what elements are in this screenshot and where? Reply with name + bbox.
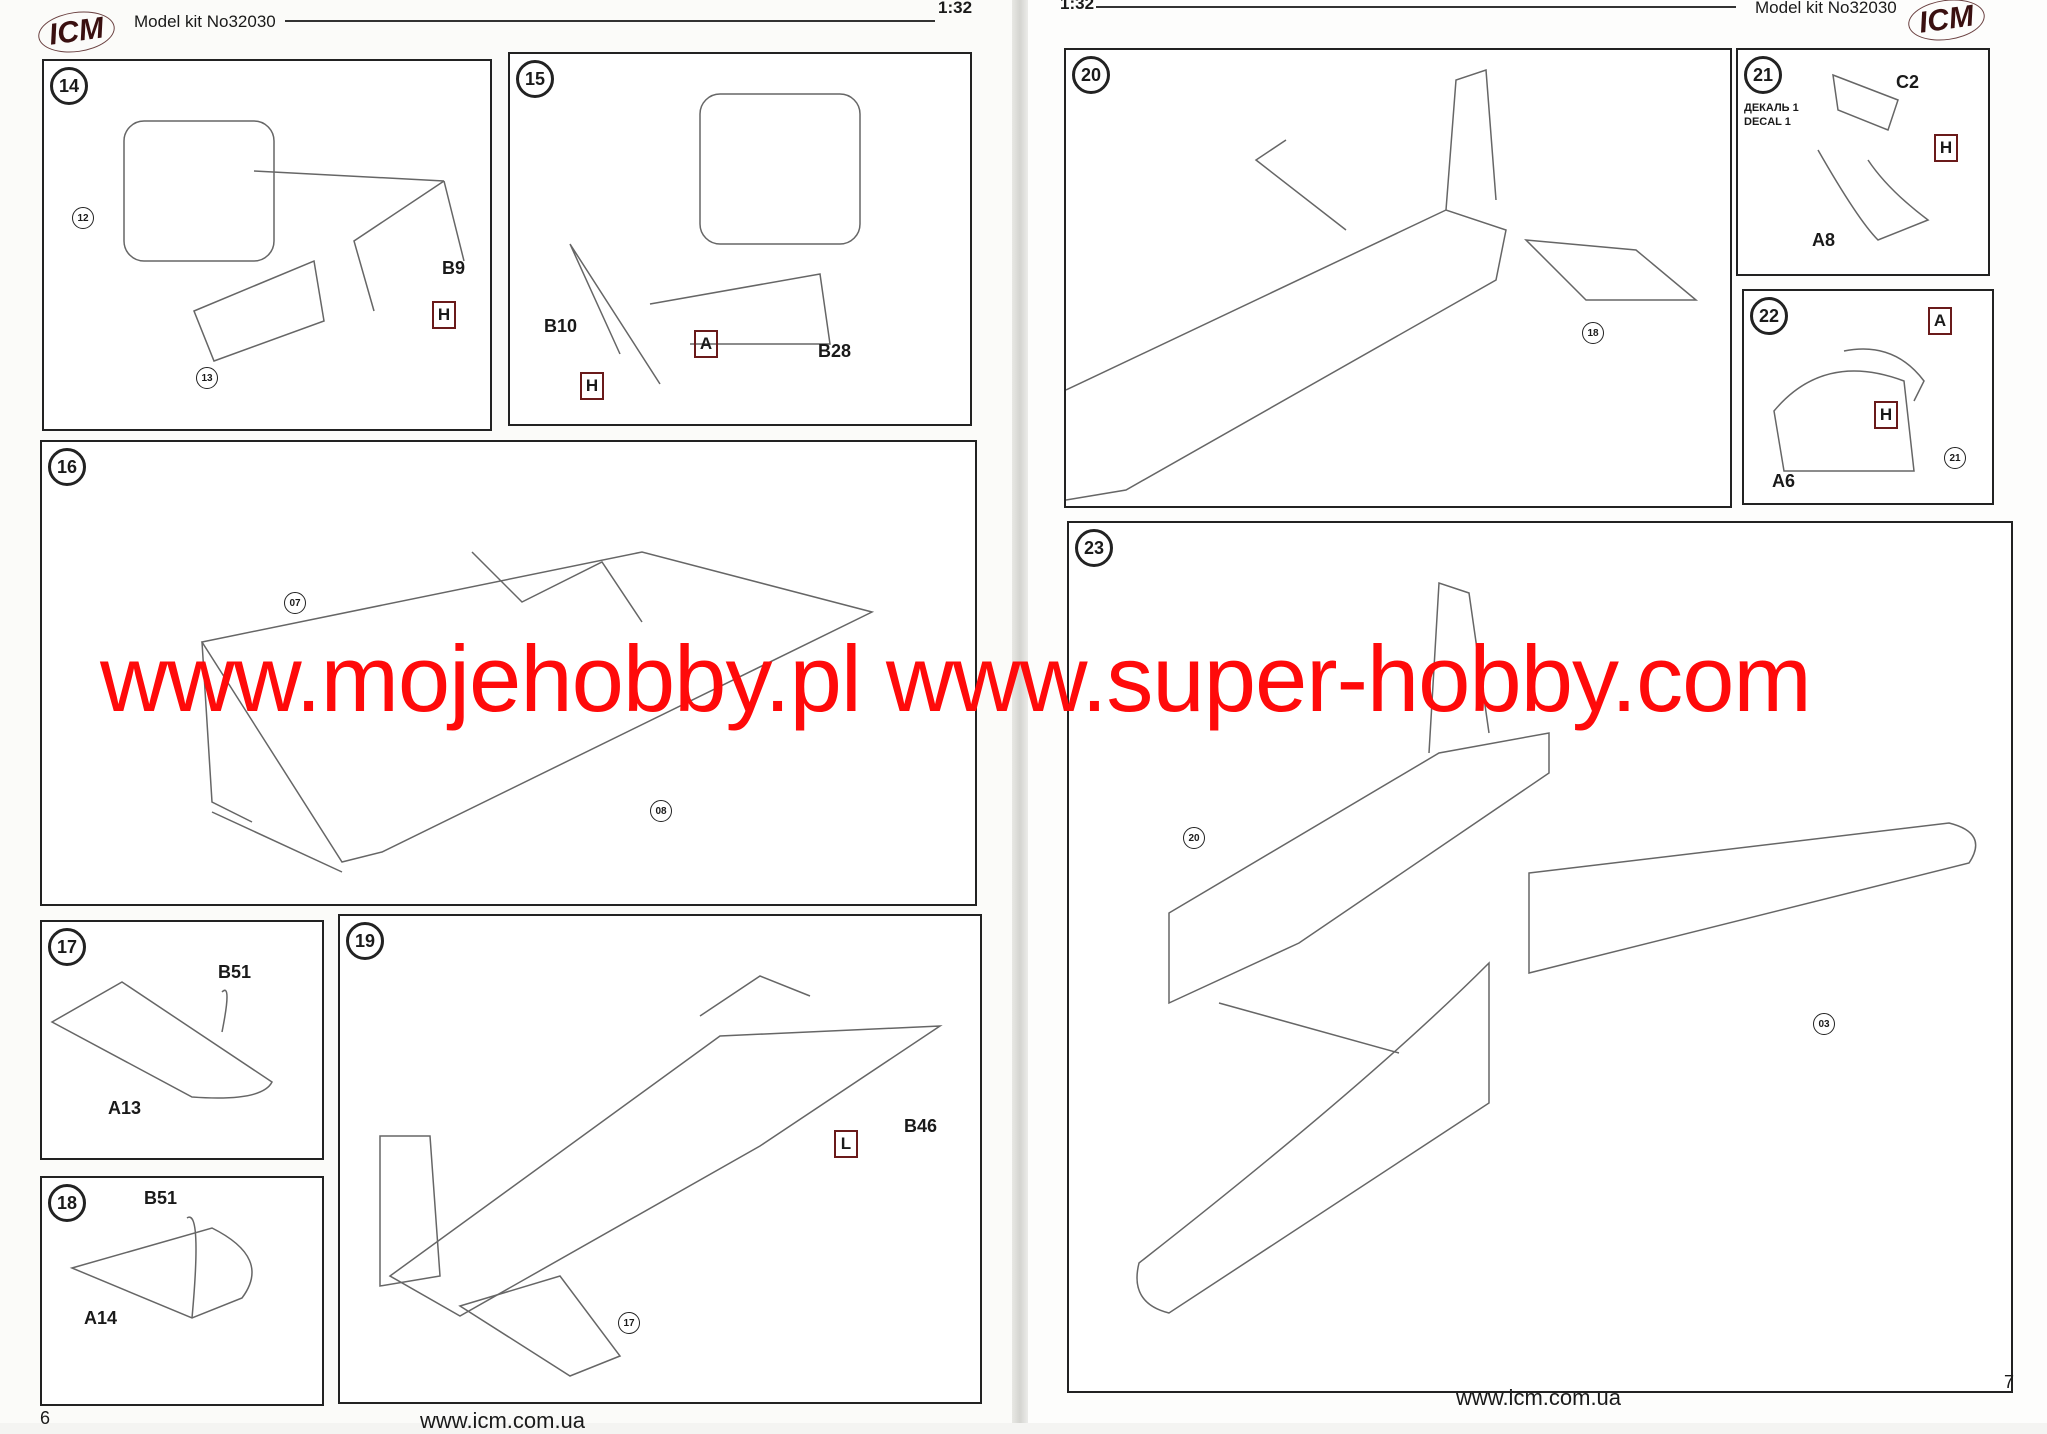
step-number: 20 [1072, 56, 1110, 94]
step-14-panel: 14 12 13 B9 H [42, 59, 492, 431]
header-scale-right: 1:32 [1060, 0, 1095, 13]
part-b10: B10 [544, 316, 578, 336]
fuselage-drawing [1066, 68, 1699, 501]
page-number-left: 6 [40, 1408, 51, 1428]
box-a: A [694, 330, 718, 358]
ref-03: 03 [1813, 1013, 1835, 1035]
part-a14: A14 [84, 1308, 118, 1328]
page-number-right: 7 [2004, 1372, 2015, 1392]
step-18-panel: 18 B51 A14 [40, 1176, 324, 1406]
ref-13: 13 [196, 367, 218, 389]
box-h: H [1934, 134, 1958, 162]
part-b46: B46 [904, 1116, 938, 1136]
step-23-panel: 23 20 03 [1067, 521, 2013, 1393]
page-gutter [1012, 0, 1028, 1423]
step-number: 21 [1744, 56, 1782, 94]
part-c2: C2 [1896, 72, 1920, 92]
part-a8: A8 [1812, 230, 1836, 250]
step-number: 19 [346, 922, 384, 960]
footer-url-left: www.icm.com.ua [420, 1408, 586, 1433]
box-a: A [1928, 307, 1952, 335]
step-number: 15 [516, 60, 554, 98]
step-number: 14 [50, 67, 88, 105]
step-number: 16 [48, 448, 86, 486]
ref-17: 17 [618, 1312, 640, 1334]
header-rule-right [1096, 6, 1736, 8]
decal-label-ru: ДЕКАЛЬ 1 [1744, 102, 1799, 114]
header-scale-left: 1:32 [938, 0, 973, 17]
step-20-panel: 20 18 [1064, 48, 1732, 508]
elevator-drawing [69, 1216, 253, 1319]
step-21-panel: 21 C2 ДЕКАЛЬ 1 DECAL 1 H A8 [1736, 48, 1990, 276]
box-h: H [1874, 401, 1898, 429]
header-title-right: Model kit No32030 [1755, 0, 1897, 17]
ref-07: 07 [284, 592, 306, 614]
header-title-left: Model kit No32030 [134, 12, 276, 31]
part-b28: B28 [818, 341, 852, 361]
step-number: 23 [1075, 529, 1113, 567]
part-a13: A13 [108, 1098, 142, 1118]
part-b51: B51 [218, 962, 252, 982]
engine-drawing [123, 120, 465, 362]
step-19-panel: 19 B46 L 17 [338, 914, 982, 1404]
step-16-panel: 16 07 08 [40, 440, 977, 906]
instrument-panel-drawing [1817, 73, 1930, 241]
box-l: L [834, 1130, 858, 1158]
ref-08: 08 [650, 800, 672, 822]
elevator-drawing [50, 981, 273, 1099]
header-rule-left [285, 20, 935, 22]
step-22-panel: 22 A H A6 21 [1742, 289, 1994, 505]
fuselage-drawing [379, 975, 943, 1377]
ref-20: 20 [1183, 827, 1205, 849]
step-15-panel: 15 B10 B28 A H [508, 52, 972, 426]
engine-drawing [569, 93, 861, 385]
aircraft-assembly-drawing [1136, 581, 1977, 1314]
fuselage-drawing [200, 551, 875, 873]
step-17-panel: 17 B51 A13 [40, 920, 324, 1160]
ref-12: 12 [72, 207, 94, 229]
box-h: H [432, 301, 456, 329]
ref-18: 18 [1582, 322, 1604, 344]
step-number: 17 [48, 928, 86, 966]
decal-label-en: DECAL 1 [1744, 116, 1791, 128]
step-number: 22 [1750, 297, 1788, 335]
box-h: H [580, 372, 604, 400]
ref-21: 21 [1944, 447, 1966, 469]
watermark-text: www.mojehobby.pl www.super-hobby.com [100, 626, 1812, 731]
step-number: 18 [48, 1184, 86, 1222]
cockpit-part-drawing [1773, 348, 1925, 472]
part-a6: A6 [1772, 471, 1796, 491]
footer-url-right: www.icm.com.ua [1456, 1385, 1622, 1410]
part-b51: B51 [144, 1188, 178, 1208]
part-b9: B9 [442, 258, 466, 278]
